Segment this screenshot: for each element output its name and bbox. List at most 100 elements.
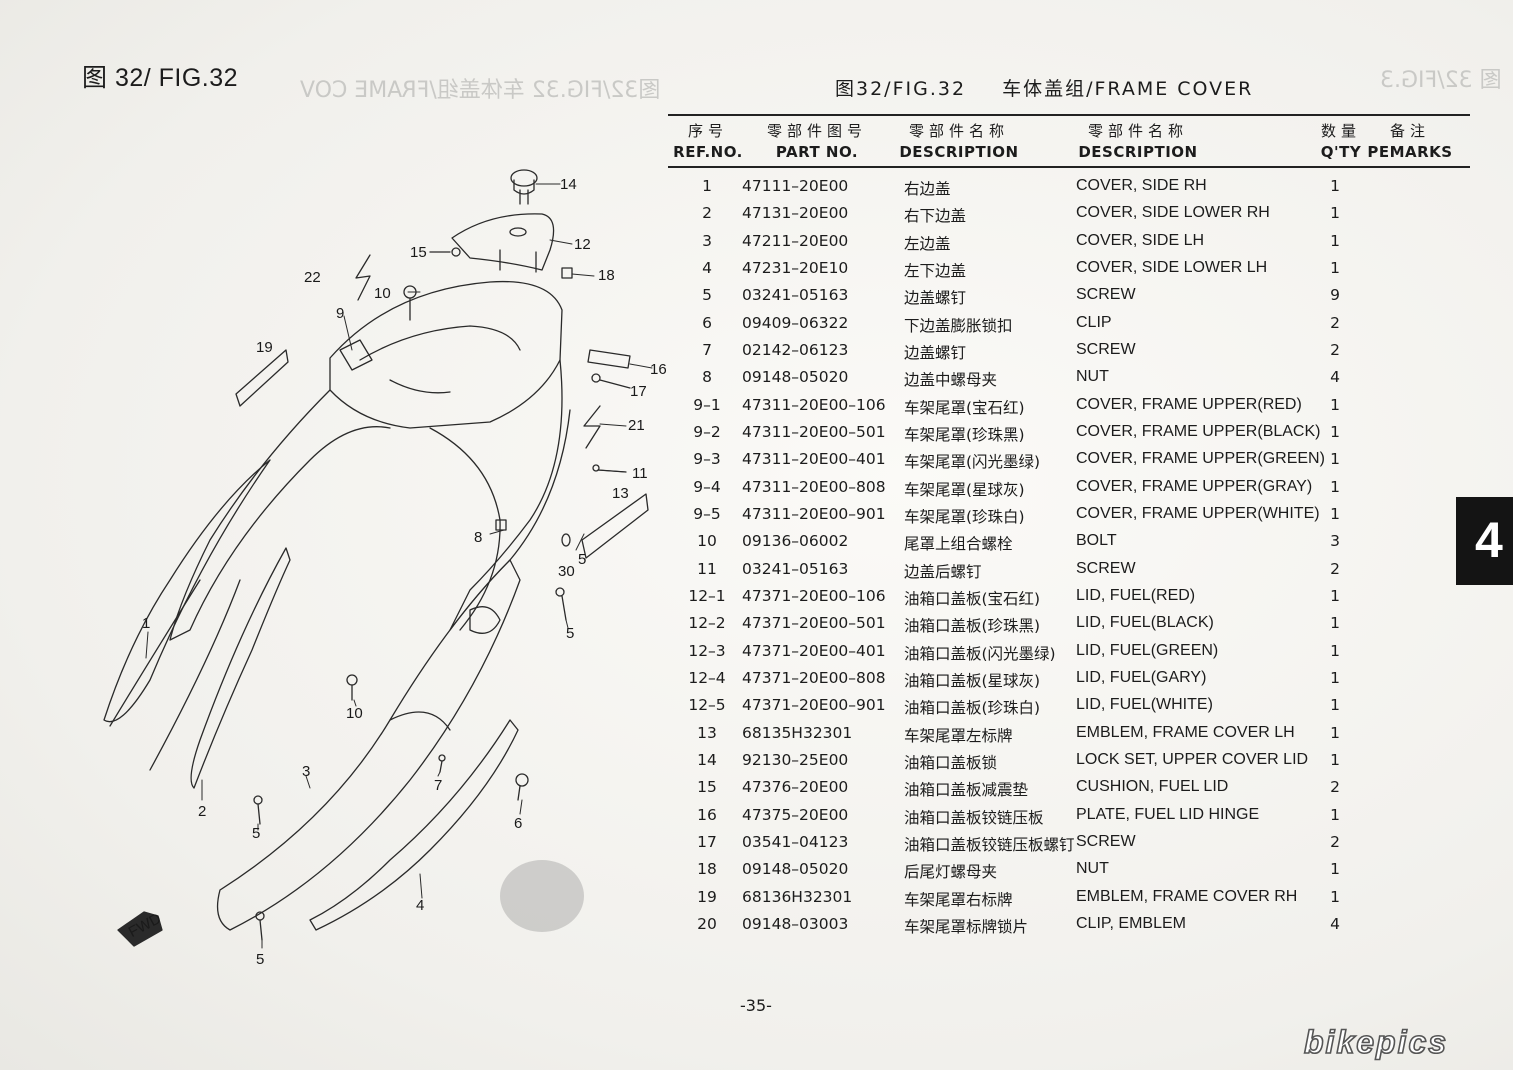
part-2-side-cover-lower-rh xyxy=(149,547,291,789)
description-en-cell: COVER, SIDE LOWER LH xyxy=(1076,258,1268,276)
quantity-cell: 1 xyxy=(1330,696,1340,715)
description-cn-cell: 边盖后螺钉 xyxy=(904,562,982,581)
part-4-side-cover-lower-lh xyxy=(309,719,519,931)
part-number-cell: 47311–20E00–106 xyxy=(742,395,886,414)
quantity-cell: 1 xyxy=(1330,723,1340,742)
callout-10: 10 xyxy=(374,285,391,302)
callout-16: 16 xyxy=(650,361,667,378)
callout-14: 14 xyxy=(560,176,577,193)
description-en-cell: EMBLEM, FRAME COVER LH xyxy=(1076,723,1295,741)
callout-18: 18 xyxy=(598,267,615,284)
part-number-cell: 47311–20E00–501 xyxy=(742,422,886,441)
callout-13: 13 xyxy=(612,485,629,502)
section-tab: 4 xyxy=(1456,497,1513,585)
description-en-cell: COVER, SIDE LOWER RH xyxy=(1076,204,1270,222)
quantity-cell: 1 xyxy=(1330,395,1340,414)
header-desc-cn-en: DESCRIPTION xyxy=(899,143,1019,161)
header-desc-cn-cn: 零部件名称 xyxy=(908,122,1009,140)
ref-cell: 17 xyxy=(697,832,717,851)
part-number-cell: 47371–20E00–901 xyxy=(742,696,886,715)
part-6-clip xyxy=(515,773,529,801)
header-remarks-cn: 备注 xyxy=(1389,122,1430,140)
figure-title-right-en: 车体盖组/FRAME COVER xyxy=(1002,78,1254,100)
description-cn-cell: 油箱口盖板锁 xyxy=(904,753,998,772)
ref-cell: 12–4 xyxy=(688,668,726,687)
description-cn-cell: 下边盖膨胀锁扣 xyxy=(904,316,1013,335)
description-en-cell: LID, FUEL(WHITE) xyxy=(1076,696,1213,714)
quantity-cell: 1 xyxy=(1330,450,1340,469)
part-number-cell: 47311–20E00–401 xyxy=(742,450,886,469)
ref-cell: 13 xyxy=(697,723,717,742)
quantity-cell: 1 xyxy=(1330,614,1340,633)
watermark-text: bikepics xyxy=(1304,1024,1448,1060)
ref-cell: 12–5 xyxy=(688,696,726,715)
show-through-text: 图 32/FIG.3 xyxy=(1380,68,1502,93)
header-ref-en: REF.NO. xyxy=(673,143,743,161)
ref-cell: 10 xyxy=(697,532,717,551)
ref-cell: 9–4 xyxy=(693,477,721,496)
quantity-cell: 1 xyxy=(1330,422,1340,441)
description-cn-cell: 油箱口盖板(珍珠白) xyxy=(904,699,1041,718)
bikepics-watermark: bikepics xyxy=(1303,1023,1448,1061)
callout-9: 9 xyxy=(336,305,344,322)
part-number-cell: 03241–05163 xyxy=(742,559,849,578)
quantity-cell: 1 xyxy=(1330,231,1340,250)
part-number-cell: 47311–20E00–808 xyxy=(742,477,886,496)
ref-cell: 11 xyxy=(697,559,717,578)
part-8-nut xyxy=(495,519,507,531)
ref-cell: 9–2 xyxy=(693,422,721,441)
description-cn-cell: 左下边盖 xyxy=(904,261,967,280)
show-through-text: 图32/FIG.32 车体盖组/FRAME COV xyxy=(300,78,661,103)
part-number-cell: 47211–20E00 xyxy=(742,231,849,250)
description-cn-cell: 车架尾罩(珍珠黑) xyxy=(904,425,1025,444)
fwd-arrow-icon: FWD xyxy=(117,910,164,947)
header-remarks: 备注 PEMARKS xyxy=(1366,121,1454,163)
ref-cell: 6 xyxy=(702,313,712,332)
description-cn-cell: 车架尾罩(宝石红) xyxy=(904,398,1025,417)
description-en-cell: NUT xyxy=(1076,368,1109,386)
callout-12: 12 xyxy=(574,236,591,253)
ref-cell: 1 xyxy=(702,177,712,195)
header-qty: 数量 Q'TY xyxy=(1312,121,1370,163)
description-cn-cell: 油箱口盖板铰链压板螺钉 xyxy=(904,835,1075,854)
header-remarks-en: PEMARKS xyxy=(1367,143,1453,161)
part-10-bolt-lower xyxy=(346,674,358,701)
part-number-cell: 47376–20E00 xyxy=(742,778,849,797)
part-1-side-cover-rh xyxy=(103,459,271,727)
quantity-cell: 2 xyxy=(1330,313,1340,332)
description-en-cell: COVER, SIDE RH xyxy=(1076,177,1207,194)
ref-cell: 12–2 xyxy=(688,614,726,633)
ref-cell: 3 xyxy=(702,231,712,250)
description-en-cell: EMBLEM, FRAME COVER RH xyxy=(1076,887,1298,905)
figure-title-left: 图 32/ FIG.32 xyxy=(82,64,239,92)
callout-1: 1 xyxy=(142,615,150,632)
callout-8: 8 xyxy=(474,529,482,546)
description-en-cell: PLATE, FUEL LID HINGE xyxy=(1076,805,1260,823)
ref-cell: 9–1 xyxy=(693,395,721,414)
part-19-emblem xyxy=(235,349,289,407)
part-number-cell: 68135H32301 xyxy=(742,723,853,742)
header-desc-en-cn: 零部件名称 xyxy=(1087,122,1188,140)
quantity-cell: 1 xyxy=(1330,860,1340,879)
quantity-cell: 1 xyxy=(1330,668,1340,687)
part-12-fuel-lid xyxy=(451,213,555,273)
callout-19: 19 xyxy=(256,339,273,356)
callout-21: 21 xyxy=(628,417,645,434)
header-desc-en: 零部件名称 DESCRIPTION xyxy=(1074,121,1202,163)
quantity-cell: 1 xyxy=(1330,477,1340,496)
part-number-cell: 09148–03003 xyxy=(742,914,849,933)
part-number-cell: 09409–06322 xyxy=(742,313,849,332)
part-30-washer xyxy=(561,533,571,547)
header-ref: 序号 REF.NO. xyxy=(672,121,744,163)
part-number-cell: 47371–20E00–501 xyxy=(742,614,886,633)
header-desc-en-en: DESCRIPTION xyxy=(1078,143,1198,161)
description-cn-cell: 油箱口盖板铰链压板 xyxy=(904,808,1044,827)
part-13-emblem xyxy=(581,493,649,559)
part-7-screw xyxy=(438,754,446,773)
description-cn-cell: 左边盖 xyxy=(904,234,951,253)
page-number: -35- xyxy=(740,996,772,1015)
description-cn-cell: 车架尾罩(星球灰) xyxy=(904,480,1025,499)
ref-cell: 7 xyxy=(702,340,712,359)
ref-cell: 2 xyxy=(702,204,712,223)
